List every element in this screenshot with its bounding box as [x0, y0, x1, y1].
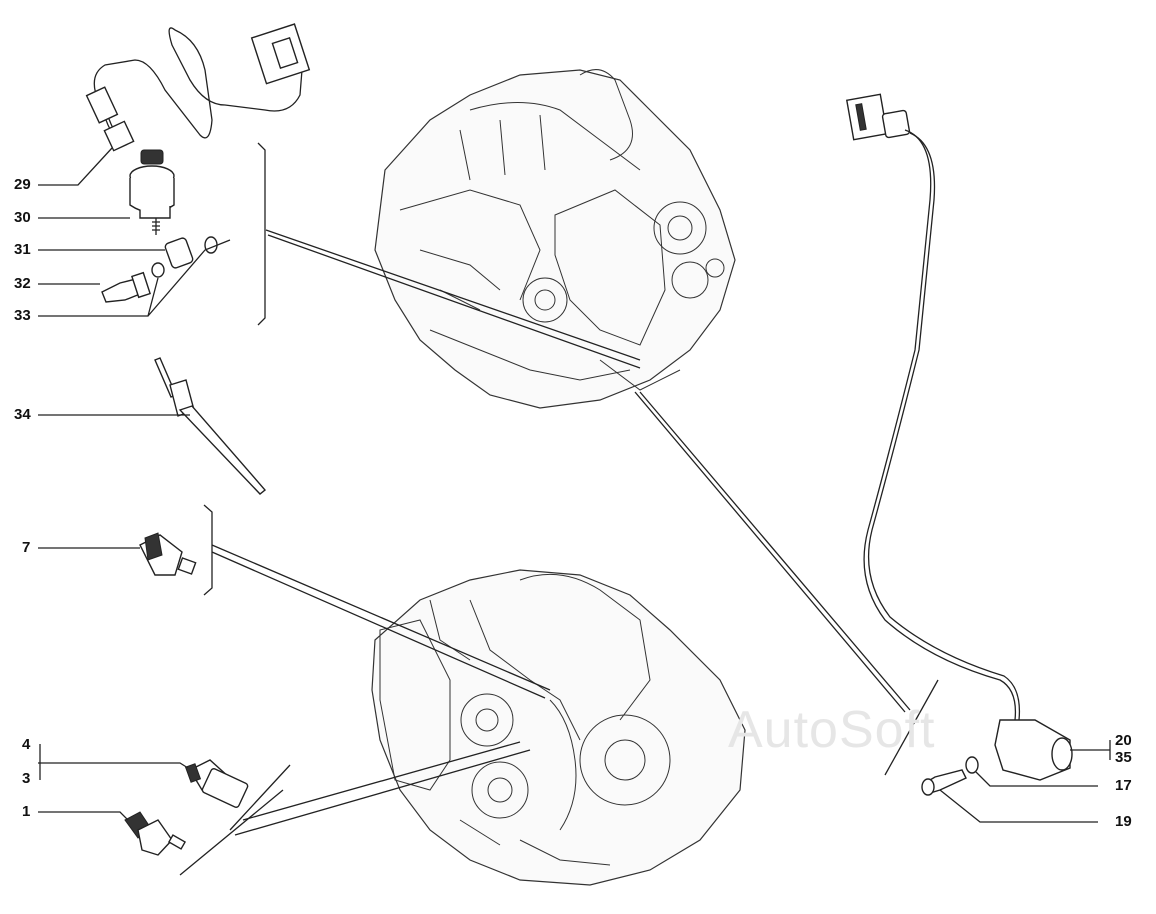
part-29-wire-harness: [85, 23, 311, 152]
leader-lines: [38, 147, 1111, 836]
callout-4: 4: [22, 736, 31, 753]
part-3-4-sensor: [184, 759, 249, 808]
callout-7: 7: [22, 539, 31, 556]
upper-engine: [374, 69, 736, 409]
part-31-adapter: [164, 236, 218, 269]
callout-3: 3: [22, 770, 31, 787]
lower-engine: [371, 569, 746, 886]
part-1-sensor: [124, 811, 187, 856]
callout-33: 33: [14, 307, 31, 324]
part-34-glow-plug: [154, 357, 267, 495]
watermark: AutoSoft: [728, 701, 936, 759]
callout-1: 1: [22, 803, 31, 820]
callout-32: 32: [14, 275, 31, 292]
part-19-bolt: [921, 769, 967, 796]
part-7-sensor: [139, 532, 197, 576]
callout-31: 31: [14, 241, 31, 258]
part-32-sensor: [101, 262, 165, 303]
callout-17: 17: [1115, 777, 1132, 794]
part-30-pressure-sensor: [129, 149, 175, 235]
callout-30: 30: [14, 209, 31, 226]
callout-19: 19: [1115, 813, 1132, 830]
callout-34: 34: [14, 406, 31, 423]
callout-35: 35: [1115, 749, 1132, 766]
callout-20: 20: [1115, 732, 1132, 749]
part-20-35-crank-sensor: [845, 93, 1073, 781]
group-brackets: [179, 142, 939, 876]
callout-29: 29: [14, 176, 31, 193]
part-17-washer: [965, 756, 979, 774]
